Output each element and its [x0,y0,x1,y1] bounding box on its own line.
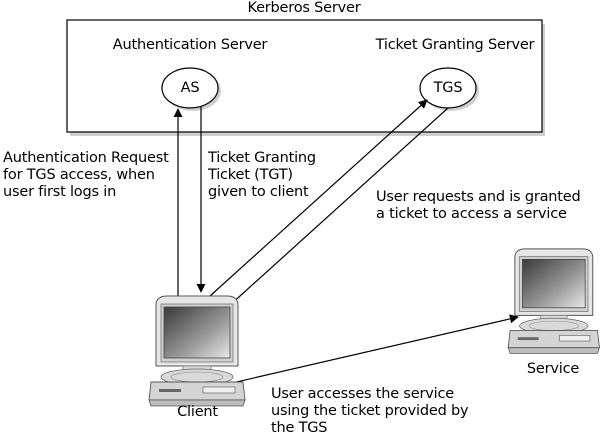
client-computer-icon [148,295,246,407]
tgs-label: TGS [433,80,463,96]
kerberos-server-title: Kerberos Server [247,0,361,16]
ticket-request-arrow [209,99,428,297]
service-label: Service [526,361,580,377]
ticket-granting-server-label: Ticket Granting Server [375,37,535,53]
ticket-grant-arrow [228,107,449,307]
service-computer-icon [507,248,600,354]
authentication-server-label: Authentication Server [112,37,268,53]
service-access-arrow [231,314,519,384]
client-label: Client [177,404,218,420]
as-node [161,67,219,109]
as-label: AS [180,80,200,96]
